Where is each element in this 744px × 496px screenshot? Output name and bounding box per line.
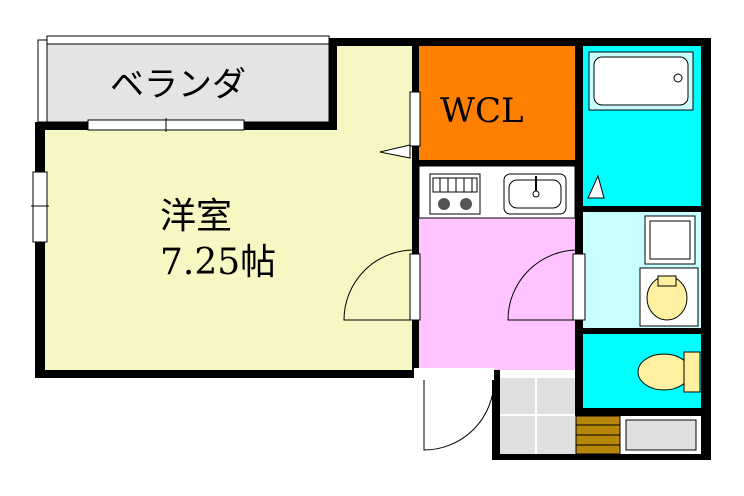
walls: [35, 38, 711, 460]
veranda: ベランダ: [37, 35, 330, 123]
room-name-label: 洋室: [160, 196, 232, 237]
washroom: [583, 212, 701, 328]
entrance: [498, 378, 697, 455]
kitchen: [418, 165, 576, 370]
stove-icon: [429, 173, 481, 215]
walk-in-closet: WCL: [419, 46, 575, 160]
toilet-icon: [637, 351, 701, 393]
openings: [31, 91, 586, 380]
bathtub-icon: [588, 51, 694, 111]
sink-icon: [503, 173, 567, 215]
veranda-label: ベランダ: [110, 65, 246, 105]
room-size-label: 7.25帖: [160, 242, 276, 283]
toilet-room: [583, 334, 701, 408]
bathroom: [583, 46, 701, 206]
western-room: 洋室 7.25帖: [44, 46, 414, 370]
wcl-label: WCL: [440, 91, 524, 131]
washbasin-icon: [639, 267, 699, 327]
washer-icon: [644, 215, 696, 265]
